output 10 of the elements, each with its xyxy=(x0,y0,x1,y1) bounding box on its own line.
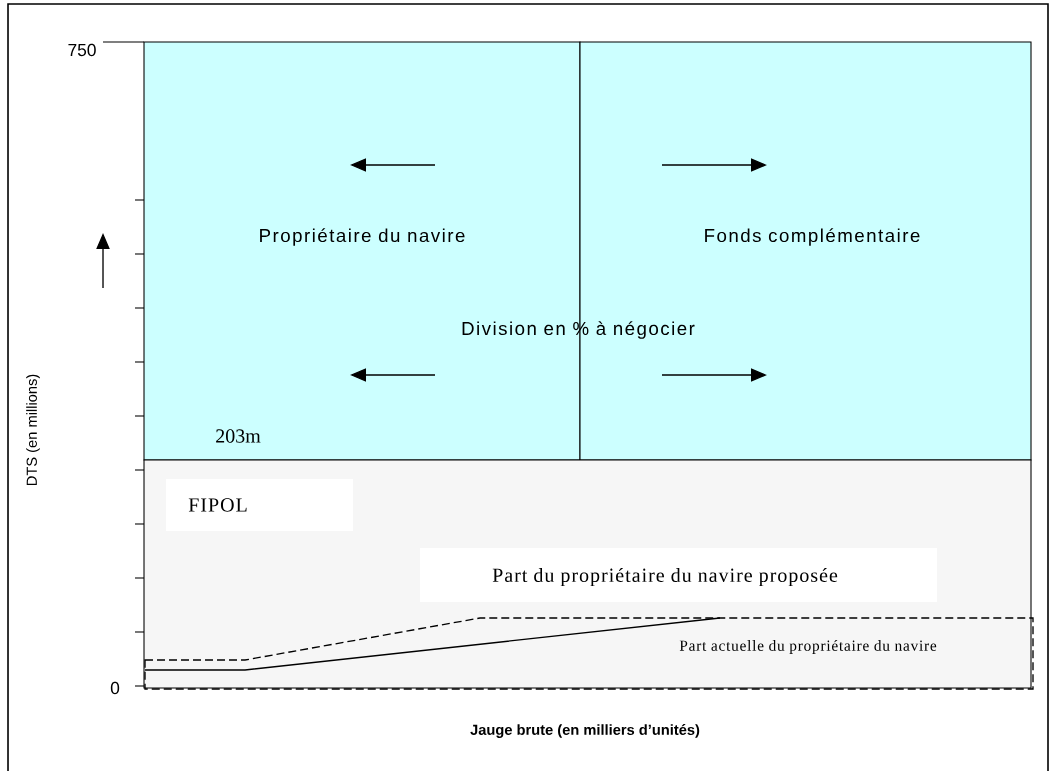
region-label: Part actuelle du propriétaire du navire xyxy=(679,640,937,654)
axis-tick-label: 750 xyxy=(68,43,96,57)
region-label: Part du propriétaire du navire proposée xyxy=(492,567,838,587)
region-label: Propriétaire du navire xyxy=(260,228,465,246)
axis-title: Jauge brute (en milliers d’unités) xyxy=(470,724,700,738)
region-label: FIPOL xyxy=(188,498,247,512)
axis-tick-label: 0 xyxy=(110,681,120,695)
region-label: Fonds complémentaire xyxy=(705,228,920,246)
axis-title: DTS (en millions) xyxy=(26,374,40,485)
value-label: 203m xyxy=(216,429,261,443)
